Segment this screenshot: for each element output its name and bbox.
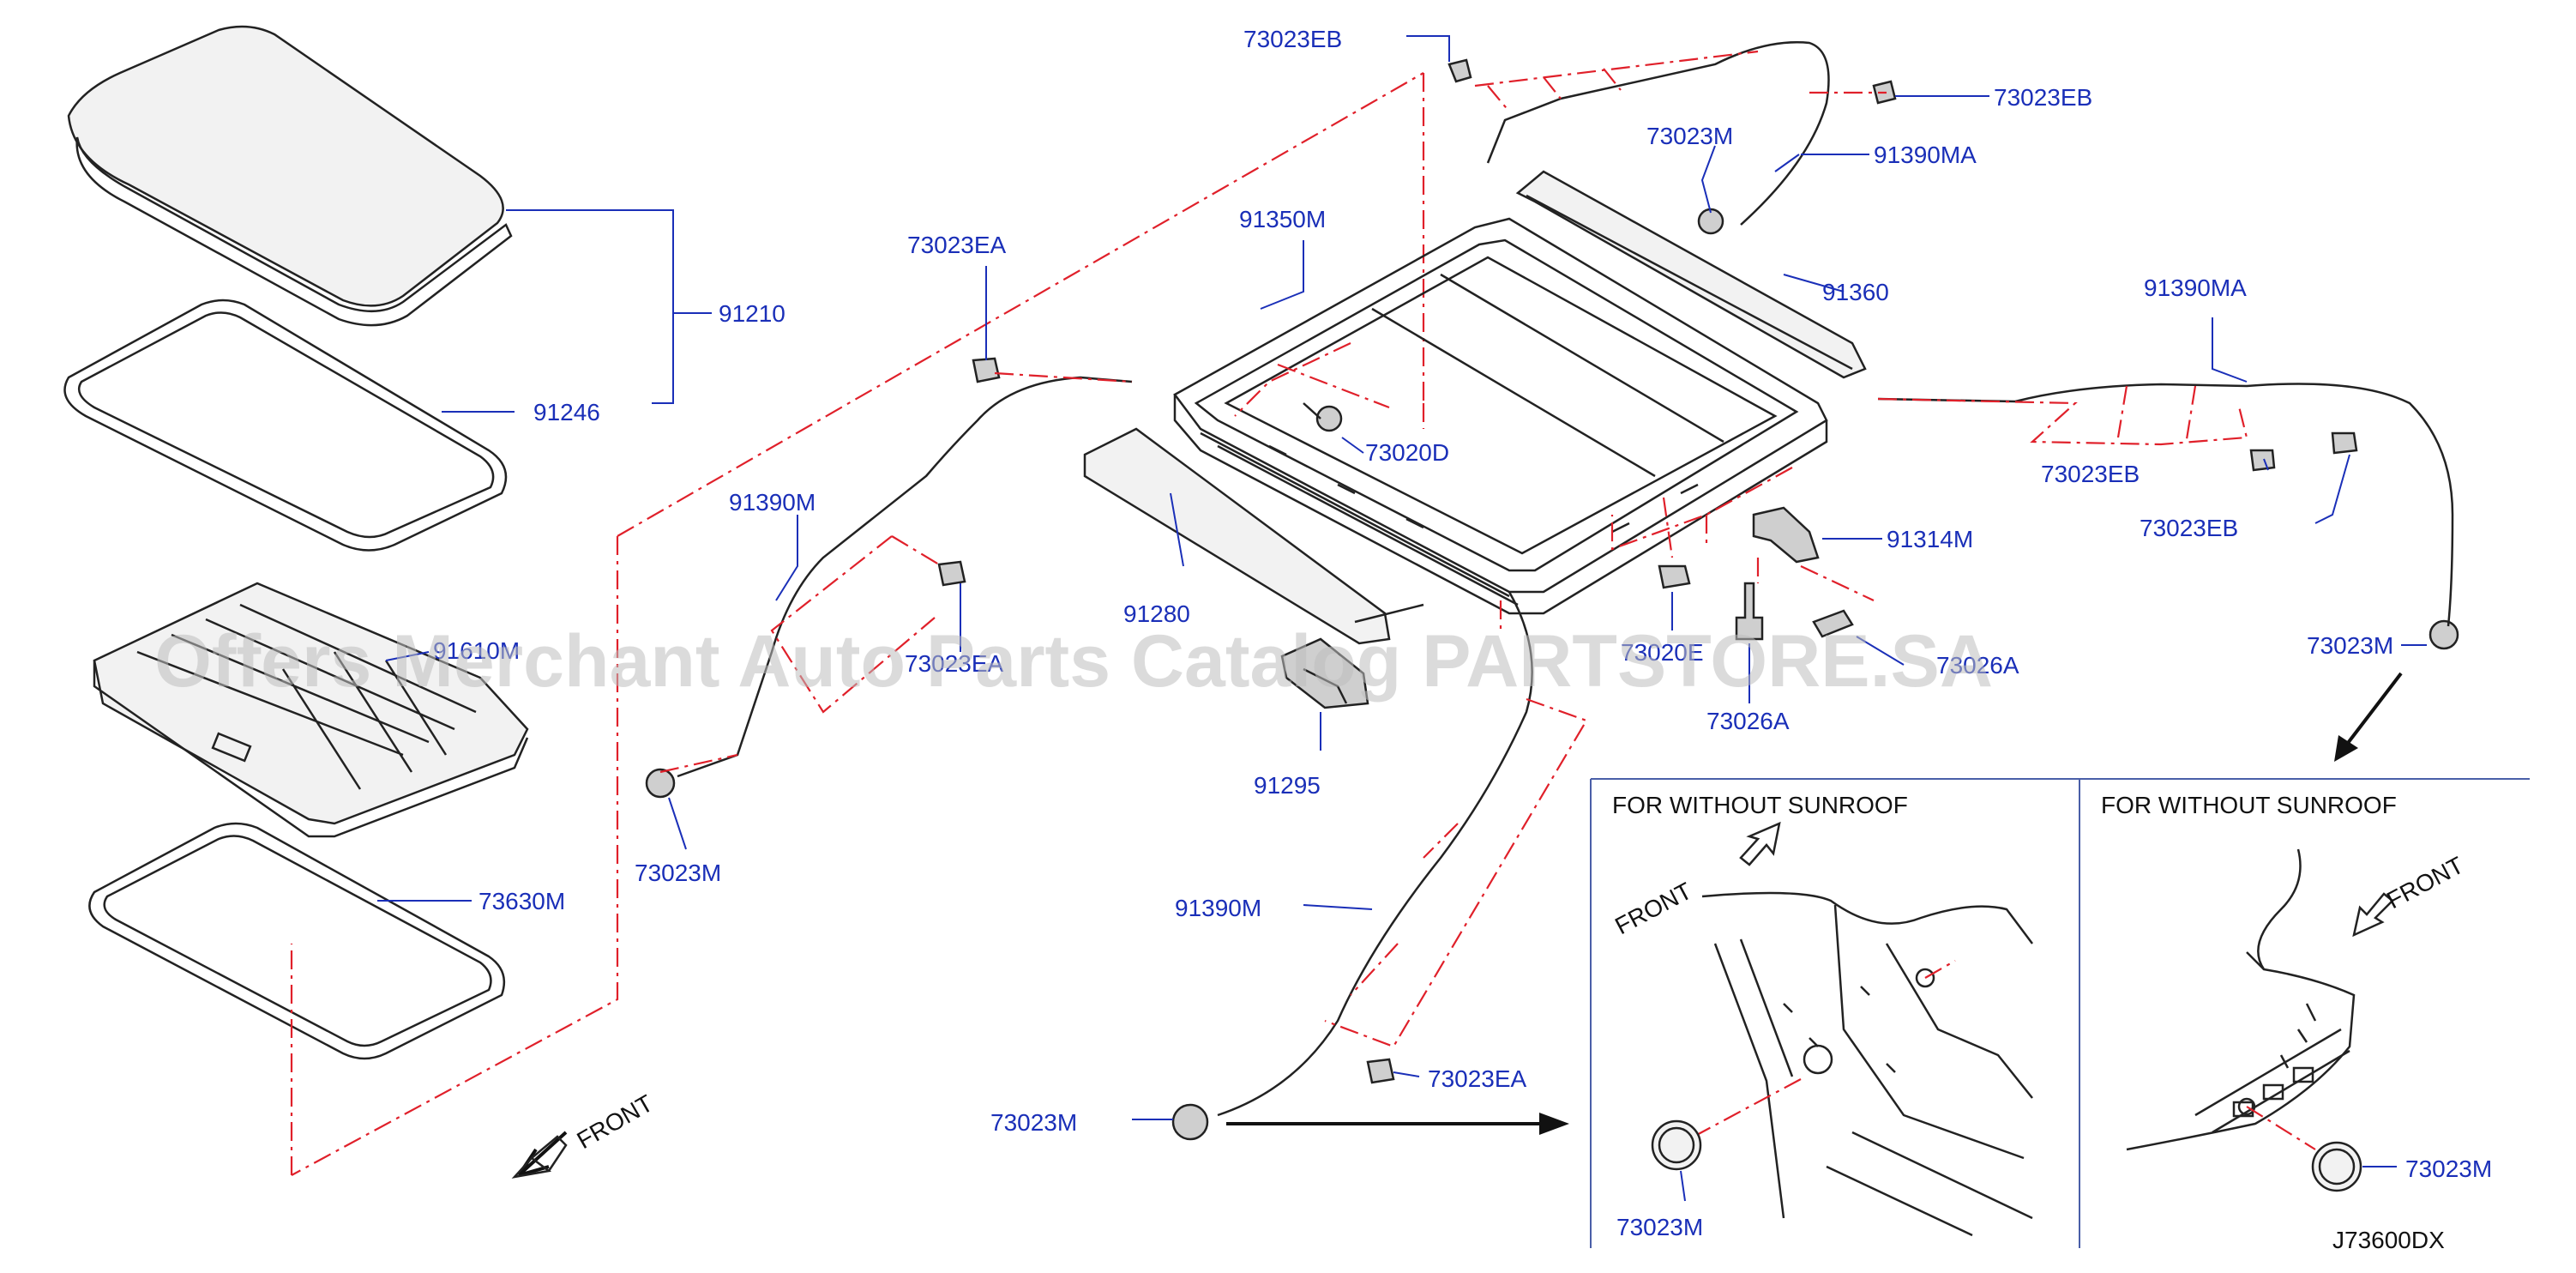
label-91350M: 91350M	[1239, 206, 1326, 232]
label-73023EB: 73023EB	[1994, 84, 2092, 111]
seal-91246	[63, 299, 508, 552]
assembly-outline-left	[290, 72, 1425, 1176]
clip-73023EA-bottom	[1366, 1058, 1395, 1084]
label-73023EB: 73023EB	[1243, 26, 1342, 52]
leader-lines	[377, 35, 2427, 1120]
label-73023EB: 73023EB	[2041, 461, 2140, 487]
watermark: Offers Merchant Auto Parts Catalog PARTS…	[154, 620, 1993, 703]
callout-dashes	[659, 50, 2248, 1048]
bracket-91314M	[1752, 506, 1820, 564]
grommet-73023M-left	[645, 768, 676, 799]
grommet-73023M-right	[2429, 619, 2459, 650]
label-91314M: 91314M	[1887, 526, 1973, 552]
diagram-code: J73600DX	[2332, 1227, 2445, 1253]
inset-right-grommet	[2311, 1141, 2362, 1192]
drain-hose-91390M-left	[677, 376, 1133, 778]
label-91610M: 91610M	[433, 637, 520, 664]
label-91295: 91295	[1254, 772, 1321, 799]
label-91390MA: 91390MA	[1874, 142, 1977, 168]
label-91280: 91280	[1123, 600, 1190, 627]
label-73023M: 73023M	[1616, 1214, 1703, 1240]
inset-right-front-arrow	[2352, 892, 2394, 938]
front-label-main: FRONT	[573, 1089, 658, 1154]
label-91210: 91210	[719, 300, 785, 327]
label-73020D: 73020D	[1365, 439, 1449, 466]
bolt-73026A-a	[1735, 582, 1764, 641]
label-73020E: 73020E	[1621, 639, 1704, 666]
inset-pointer-arrow	[1226, 1113, 1569, 1135]
bolt-73026A-b	[1812, 609, 1854, 638]
glass-panel-91210	[67, 25, 513, 327]
label-73023EA: 73023EA	[907, 232, 1007, 258]
part-number-labels: 73023EB 73023EB 73023M 91390MA 73023EA 9…	[433, 26, 2492, 1240]
front-label-inset-left: FRONT	[1610, 878, 1696, 940]
inset-pointer-arrow-right	[2334, 672, 2403, 762]
label-91390M: 91390M	[729, 489, 816, 516]
label-91390MA: 91390MA	[2144, 275, 2247, 301]
label-73023EA: 73023EA	[1428, 1065, 1527, 1092]
label-91360: 91360	[1822, 279, 1889, 305]
clip-73023EA-left	[972, 357, 1001, 383]
drain-hose-91390MA-right	[1877, 383, 2454, 627]
label-73026A: 73026A	[1706, 708, 1790, 734]
grommet-73020D	[1303, 402, 1343, 432]
inset-left-leader	[1680, 1170, 1686, 1202]
sunroof-motor-91295	[1280, 637, 1369, 709]
inset-frame	[1590, 778, 2530, 1248]
sunshade-91280	[1083, 427, 1424, 645]
label-73026A: 73026A	[1936, 652, 2019, 679]
nut-73020E	[1658, 564, 1691, 589]
label-91246: 91246	[533, 399, 600, 425]
label-73023EA: 73023EA	[905, 650, 1004, 677]
seal-73630M	[88, 822, 506, 1060]
front-arrow-main	[511, 1131, 568, 1179]
inset-left-grommet	[1651, 1119, 1702, 1171]
front-label-inset-right: FRONT	[2382, 852, 2468, 914]
inset-left-title: FOR WITHOUT SUNROOF	[1612, 792, 1908, 818]
clip-73023EB-top	[1447, 58, 1472, 83]
clip-73023EA-mid	[937, 560, 966, 587]
sunshade-frame-91610M	[93, 582, 529, 838]
grommet-73023M-top	[1697, 208, 1724, 235]
label-73023M: 73023M	[635, 860, 721, 886]
label-73630M: 73630M	[478, 888, 565, 914]
inset-right-body-panel	[2126, 848, 2356, 1151]
wind-deflector-91360	[1515, 170, 1867, 379]
drain-hose-91390MA-top	[1486, 41, 1830, 226]
label-73023M: 73023M	[1646, 123, 1733, 149]
inset-right-title: FOR WITHOUT SUNROOF	[2101, 792, 2397, 818]
drain-hose-91390M-bottom	[1217, 591, 1533, 1117]
label-73023M: 73023M	[990, 1109, 1077, 1136]
label-73023EB: 73023EB	[2140, 515, 2238, 541]
clip-73023EB-r1	[2249, 449, 2276, 472]
grommet-73023M-bottom	[1171, 1103, 1209, 1141]
label-73023M: 73023M	[2307, 632, 2393, 659]
label-91390M: 91390M	[1175, 895, 1261, 921]
sunroof-frame-91350M	[1173, 217, 1828, 615]
inset-left-front-arrow	[1739, 821, 1781, 866]
label-73023M: 73023M	[2405, 1155, 2492, 1182]
inset-left-body-panel	[1693, 891, 2033, 1237]
clip-73023EB-r2	[2331, 431, 2358, 455]
